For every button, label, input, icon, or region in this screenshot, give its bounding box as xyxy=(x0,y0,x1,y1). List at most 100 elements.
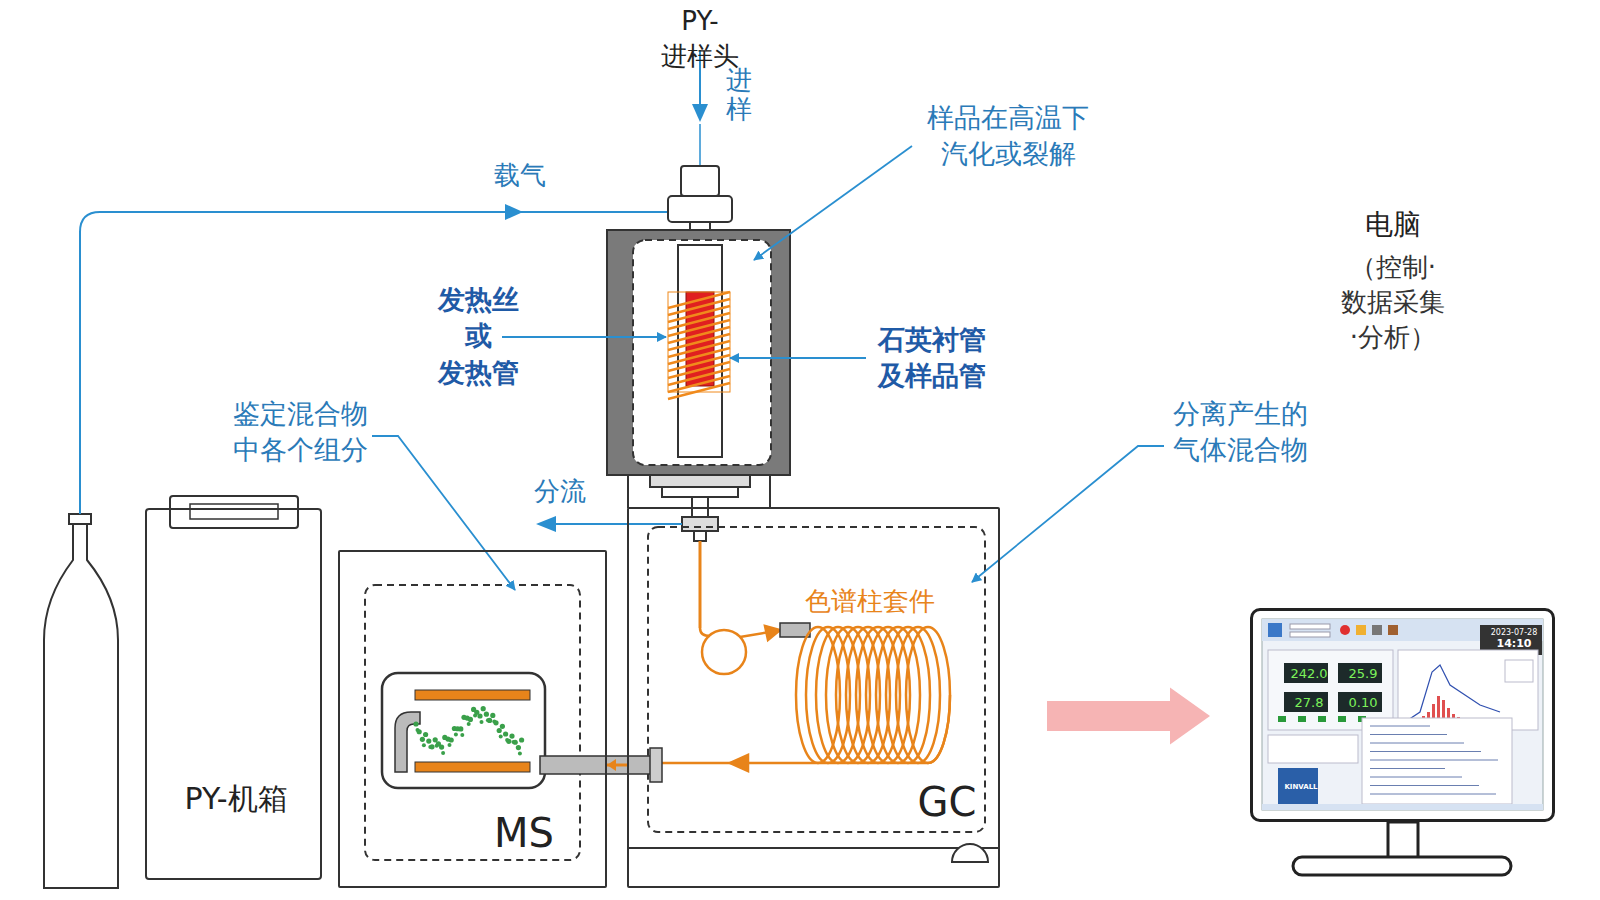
ion-dots-part xyxy=(429,744,434,749)
screen-content-part-part xyxy=(1370,726,1430,727)
py-chassis-box: PY-机箱 xyxy=(145,508,322,880)
pyrolysis-furnace-part xyxy=(633,240,771,465)
gc-internals-part xyxy=(648,527,985,832)
ion-dots-part xyxy=(493,720,498,725)
column-label: 色谱柱套件 xyxy=(805,584,935,619)
column-kit-part xyxy=(765,626,780,640)
split-arrow-part xyxy=(540,523,682,525)
gas-bottle-part xyxy=(69,514,91,524)
ion-dots-part xyxy=(500,724,505,729)
furnace-base-part xyxy=(769,475,771,508)
column-kit-part xyxy=(699,541,702,628)
screen-content-part xyxy=(1338,716,1346,722)
computer-label: 电脑 xyxy=(1365,206,1421,244)
screen-content-part xyxy=(1505,660,1533,682)
screen-content-part-part xyxy=(1370,751,1481,752)
callout-label: 鉴定混合物 中各个组分 xyxy=(233,396,368,469)
ion-dots-part xyxy=(413,721,418,726)
callout-leaders-part xyxy=(730,357,866,359)
ion-dots-part xyxy=(426,738,431,743)
gc-internals xyxy=(627,527,1000,862)
heater-coil-part xyxy=(668,341,730,357)
column-coils-part xyxy=(886,627,930,763)
monitor-stand xyxy=(1293,822,1511,875)
node-text: KINVALL xyxy=(1284,783,1317,791)
column-kit-part xyxy=(662,762,905,765)
screen-content-part xyxy=(1372,625,1382,635)
gc-internals-part xyxy=(627,847,1000,849)
node-text: 27.8 xyxy=(1295,696,1324,711)
screen-content-part xyxy=(1340,625,1350,635)
ion-dots-part xyxy=(503,731,508,736)
callout-leaders xyxy=(372,146,1164,590)
ion-dots-part xyxy=(468,717,473,722)
column-coils-part xyxy=(905,695,950,763)
chassis-display xyxy=(170,496,298,528)
screen-content-part-part xyxy=(1370,734,1447,735)
flow-arrow-shape xyxy=(1047,688,1210,745)
screen-content-part xyxy=(1284,663,1328,683)
ion-dots-part xyxy=(420,737,425,742)
ion-dots-part xyxy=(509,734,514,739)
furnace-base-part xyxy=(662,487,738,497)
ion-dots-part xyxy=(423,732,428,737)
screen-content-part xyxy=(1268,623,1282,637)
ion-dots-part xyxy=(519,737,524,742)
furnace-base-part xyxy=(650,475,750,487)
node-text: MS xyxy=(494,810,554,856)
ion-dots-part xyxy=(441,751,445,755)
ion-dots-part xyxy=(460,733,464,737)
screen-content-part-part xyxy=(1370,743,1464,744)
screen-content-part xyxy=(1278,768,1318,804)
heater-coil-part xyxy=(668,362,730,378)
carrier-gas-line xyxy=(80,204,668,514)
screen-content-part-part xyxy=(1370,794,1496,795)
ion-dots-part xyxy=(433,737,438,742)
ion-dots-part xyxy=(439,745,444,750)
heater-coil-part xyxy=(668,306,730,322)
transfer-line-part xyxy=(540,756,652,774)
ion-dots-part xyxy=(467,722,471,726)
gas-bottle xyxy=(44,514,118,888)
heater-coil-part xyxy=(668,376,730,392)
screen-content-part xyxy=(1298,716,1306,722)
monitor-stand-part xyxy=(1388,822,1418,858)
screen-content-part xyxy=(1268,735,1358,763)
ion-dots-part xyxy=(513,740,518,745)
ms-internals-part xyxy=(415,762,530,772)
arrow-head xyxy=(607,759,616,771)
gas-bottle-part xyxy=(44,524,118,888)
ion-dots-part xyxy=(484,712,489,717)
callout-leaders-part xyxy=(502,336,666,338)
heater-coil-part xyxy=(668,313,730,329)
screen-content-part xyxy=(1338,663,1382,683)
ion-dots-part xyxy=(448,743,452,747)
ion-dots-part xyxy=(497,728,502,733)
callout-label: 样品在高温下 汽化或裂解 xyxy=(927,100,1089,173)
ms-internals-part xyxy=(382,673,545,788)
node-text: 242.0 xyxy=(1290,667,1327,682)
heater-coil-part xyxy=(668,299,730,315)
transfer-line-part xyxy=(650,748,662,782)
ion-dots-part xyxy=(480,720,484,724)
screen-content-part xyxy=(1338,692,1382,712)
chassis-display-part xyxy=(190,504,278,519)
injection-arrow-part xyxy=(692,104,708,122)
node-text: PY-机箱 xyxy=(184,782,287,817)
ion-dots xyxy=(413,706,524,756)
furnace-base-part xyxy=(682,517,718,531)
chassis-display-part xyxy=(170,496,298,528)
split-label: 分流 xyxy=(534,474,586,509)
ms-internals-part xyxy=(395,712,420,772)
ms-box: MS xyxy=(338,550,607,888)
callout-label: 发热丝 或 发热管 xyxy=(438,282,519,391)
column-kit-part xyxy=(730,755,748,771)
node-text: 14:10 xyxy=(1496,638,1531,651)
ion-dots-part xyxy=(477,713,482,718)
heater-coil-part xyxy=(668,348,730,364)
injector-head xyxy=(668,166,732,232)
injection-arrow-part xyxy=(699,124,701,165)
heater-coil-part xyxy=(668,292,730,392)
pyrolysis-furnace xyxy=(607,230,790,475)
